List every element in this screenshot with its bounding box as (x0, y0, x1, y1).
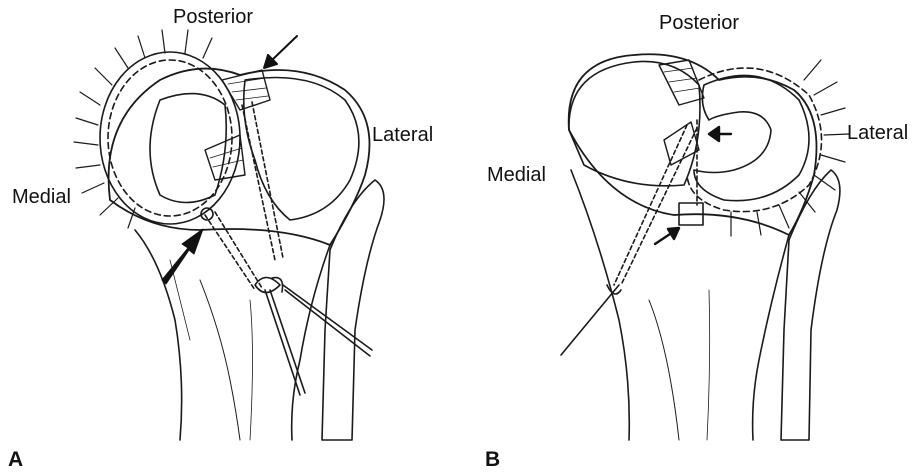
panel-a: Posterior Lateral Medial A (0, 0, 459, 474)
suture-needle-1 (265, 290, 300, 395)
tibia-ridge (200, 280, 240, 440)
suture-line (561, 285, 619, 355)
panel-b: Posterior Lateral Medial B (459, 0, 918, 474)
arrow-icon (709, 127, 731, 141)
suture-knot (255, 278, 283, 293)
arrow-icon (655, 228, 679, 244)
label-lateral: Lateral (847, 122, 908, 145)
ligament-posterior (659, 60, 704, 105)
tibia-shaft (135, 230, 330, 440)
knee-illustration-a (0, 0, 459, 474)
label-posterior: Posterior (173, 6, 253, 29)
fibula (322, 180, 384, 440)
suture-spokes (74, 30, 212, 228)
lateral-meniscus (694, 75, 809, 200)
knee-illustration-b (459, 0, 918, 474)
label-lateral: Lateral (372, 124, 433, 147)
arrow-icon (162, 229, 203, 284)
label-posterior: Posterior (659, 12, 739, 35)
suture-spokes (731, 60, 849, 236)
fibula (781, 170, 840, 440)
lateral-surface (244, 78, 359, 221)
medial-meniscus (108, 60, 232, 216)
panel-letter: A (8, 448, 23, 472)
arrow-icon (264, 36, 297, 68)
label-medial: Medial (12, 186, 71, 209)
medial-surface (150, 94, 226, 203)
panel-letter: B (485, 448, 500, 472)
tibial-plateau (569, 54, 817, 235)
label-medial: Medial (487, 164, 546, 187)
